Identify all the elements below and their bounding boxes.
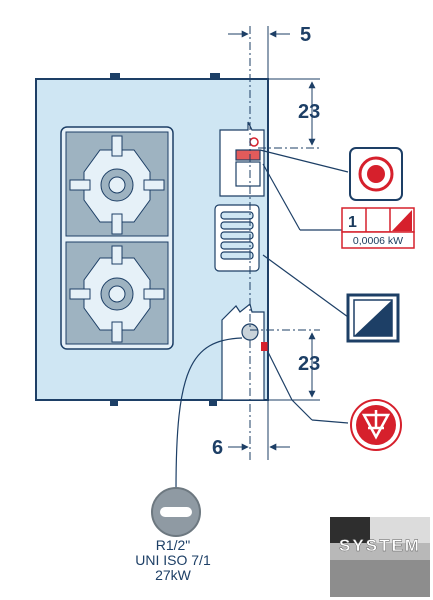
bottom-tab-right — [209, 400, 217, 406]
gas-power: 27kW — [155, 567, 191, 583]
electric-connection-icon — [349, 147, 403, 201]
gas-spec-label: R1/2" UNI ISO 7/1 27kW — [108, 538, 238, 583]
gas-connector-area — [221, 302, 268, 401]
leader-lines — [175, 149, 349, 491]
phase-label: 1 — [348, 214, 357, 231]
upper-burner — [69, 135, 165, 235]
earth-ground-icon — [350, 399, 402, 451]
dim-top-height: 23 — [298, 101, 320, 123]
dim-bottom-offset: 6 — [212, 437, 223, 459]
single-phase-power-icon — [341, 207, 415, 249]
dim-top-offset: 5 — [300, 24, 311, 46]
dimension-lines — [228, 26, 320, 460]
control-grille — [214, 204, 260, 272]
gas-thread: R1/2" — [155, 537, 191, 553]
electrical-terminal-housing — [219, 121, 265, 197]
gas-standard: UNI ISO 7/1 — [135, 552, 211, 568]
power-label: 0,0006 kW — [353, 235, 403, 247]
top-tab-right — [210, 73, 220, 79]
control-panel-icon — [346, 293, 400, 343]
lower-burner — [69, 245, 165, 343]
gas-inlet-icon — [151, 487, 201, 537]
top-tab-left — [110, 73, 120, 79]
dim-bottom-height: 23 — [298, 353, 320, 375]
watermark-text: SYSTEM — [339, 536, 421, 555]
bottom-tab-left — [110, 400, 118, 406]
system-watermark-logo: SYSTEM — [330, 517, 430, 597]
burner-grate — [60, 126, 174, 350]
